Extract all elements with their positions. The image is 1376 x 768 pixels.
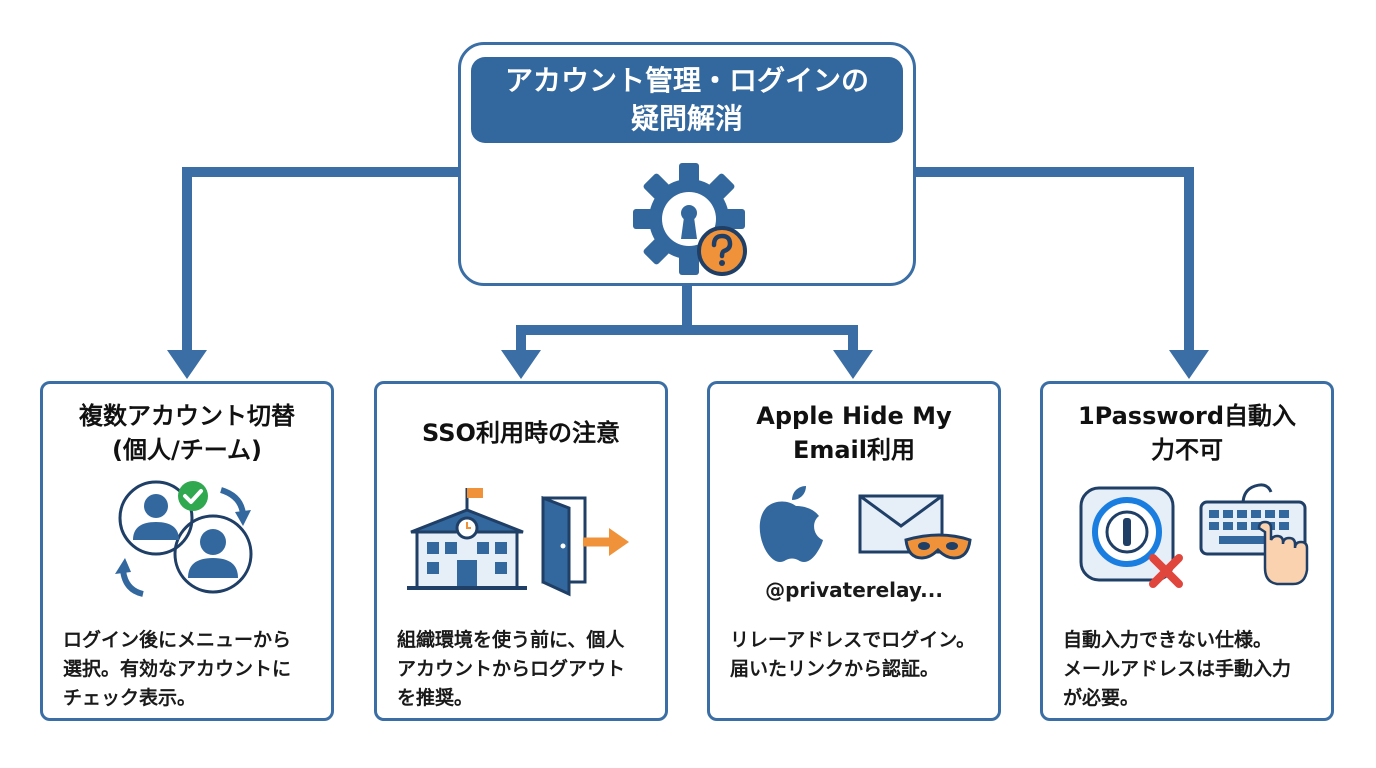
apple-mail-mask-icon xyxy=(710,476,998,580)
card-description: 組織環境を使う前に、個人 アカウントからログアウト を推奨。 xyxy=(397,629,626,709)
card-description: リレーアドレスでログイン。 届いたリンクから認証。 xyxy=(730,629,976,680)
card-sso: SSO利用時の注意 組織環境を使う前に、個人 アカウントからログアウト を推奨。 xyxy=(374,381,668,721)
card-description: 自動入力できない仕様。 メールアドレスは手動入力 が必要。 xyxy=(1063,629,1292,709)
card-account-switch: 複数アカウント切替 (個人/チーム) ログイン後にメニューから 選択。有効なアカ… xyxy=(40,381,334,721)
gear-lock-question-icon xyxy=(629,159,749,283)
card-title: Apple Hide My Email利用 xyxy=(756,402,952,464)
card-title: 複数アカウント切替 (個人/チーム) xyxy=(79,402,295,464)
root-title: アカウント管理・ログインの 疑問解消 xyxy=(471,57,903,143)
mask-icon xyxy=(904,533,972,560)
card-title: 1Password自動入 力不可 xyxy=(1077,402,1297,464)
account-switch-icon xyxy=(43,476,331,610)
card-1password: 1Password自動入 力不可 自動入力できない仕様。 メールアドレスは手動入… xyxy=(1040,381,1334,721)
apple-icon xyxy=(759,486,823,562)
root-node: アカウント管理・ログインの 疑問解消 xyxy=(458,42,916,286)
1password-keyboard-icon xyxy=(1043,476,1331,610)
building-logout-icon xyxy=(377,476,665,610)
card-description: ログイン後にメニューから 選択。有効なアカウントに チェック表示。 xyxy=(63,629,292,709)
card-apple-hide-email: Apple Hide My Email利用 @privaterelay... リ… xyxy=(707,381,1001,721)
card-title: SSO利用時の注意 xyxy=(422,419,620,447)
relay-address-text: @privaterelay... xyxy=(765,578,943,602)
